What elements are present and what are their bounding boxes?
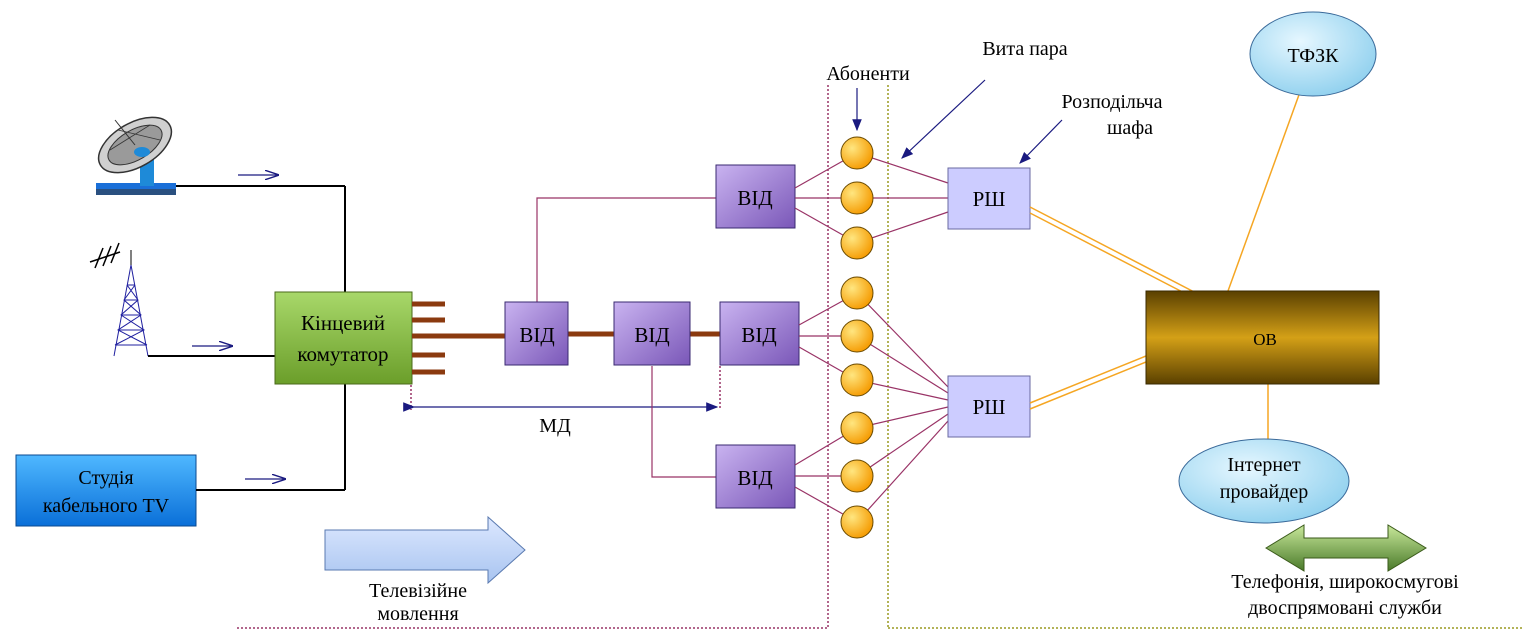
rsh-box: РШ — [947, 167, 1031, 230]
telephony-label-line2: двоспрямовані служби — [1248, 597, 1442, 619]
vid-box: ВІД — [613, 301, 691, 366]
antenna-tower-icon — [89, 242, 149, 357]
studio-label-line2: кабельного TV — [43, 495, 170, 517]
pstn-label: ТФЗК — [1288, 45, 1340, 67]
vid-box: ВІД — [715, 164, 796, 229]
vid-label-3: ВІД — [634, 323, 669, 347]
satellite-dish-icon — [96, 116, 176, 195]
cabinet-label-line1: Розподільча — [1062, 91, 1163, 113]
tv-broadcast-arrow-icon — [324, 515, 526, 585]
telephony-label-line1: Телефонія, широкосмугові — [1231, 571, 1459, 593]
internet-label-line1: Інтернет — [1227, 454, 1301, 476]
switch-label-line1: Кінцевий — [301, 311, 385, 335]
vid-box: ВІД — [715, 444, 796, 509]
vid-label-4: ВІД — [741, 323, 776, 347]
md-label: МД — [539, 415, 571, 437]
vid-label-5: ВІД — [737, 466, 772, 490]
cabinet-label-line2: шафа — [1107, 117, 1153, 139]
internet-provider-bubble: Інтернет провайдер — [1178, 438, 1350, 524]
rsh-ov-links — [1029, 206, 1201, 410]
pstn-bubble: ТФЗК — [1249, 11, 1377, 97]
internet-label-line2: провайдер — [1220, 481, 1309, 503]
rsh-label-1: РШ — [973, 187, 1006, 211]
twisted-pair-label: Вита пара — [982, 38, 1067, 60]
bidirectional-arrow-icon — [1265, 524, 1427, 572]
subscribers-label: Абоненти — [826, 63, 910, 85]
subscribers — [840, 136, 874, 539]
cable-tv-studio: Студія кабельного TV — [15, 454, 197, 527]
vid-label-1: ВІД — [737, 186, 772, 210]
ov-label: ОВ — [1253, 330, 1277, 349]
separator-lines — [237, 85, 1522, 629]
vid-label-2: ВІД — [519, 323, 554, 347]
tv-label-line1: Телевізійне — [369, 580, 467, 602]
vid-connectors — [536, 197, 716, 478]
md-span: МД — [403, 366, 721, 437]
vid-box: ВІД — [719, 301, 800, 366]
studio-label-line1: Студія — [78, 467, 133, 489]
terminal-switch: Кінцевий комутатор — [274, 291, 413, 385]
vid-box: ВІД — [504, 301, 569, 366]
switch-ports — [412, 301, 505, 375]
tv-label-line2: мовлення — [377, 603, 458, 625]
rsh-label-2: РШ — [973, 395, 1006, 419]
switch-label-line2: комутатор — [297, 342, 388, 366]
ov-node: ОВ — [1145, 290, 1380, 385]
rsh-box: РШ — [947, 375, 1031, 438]
